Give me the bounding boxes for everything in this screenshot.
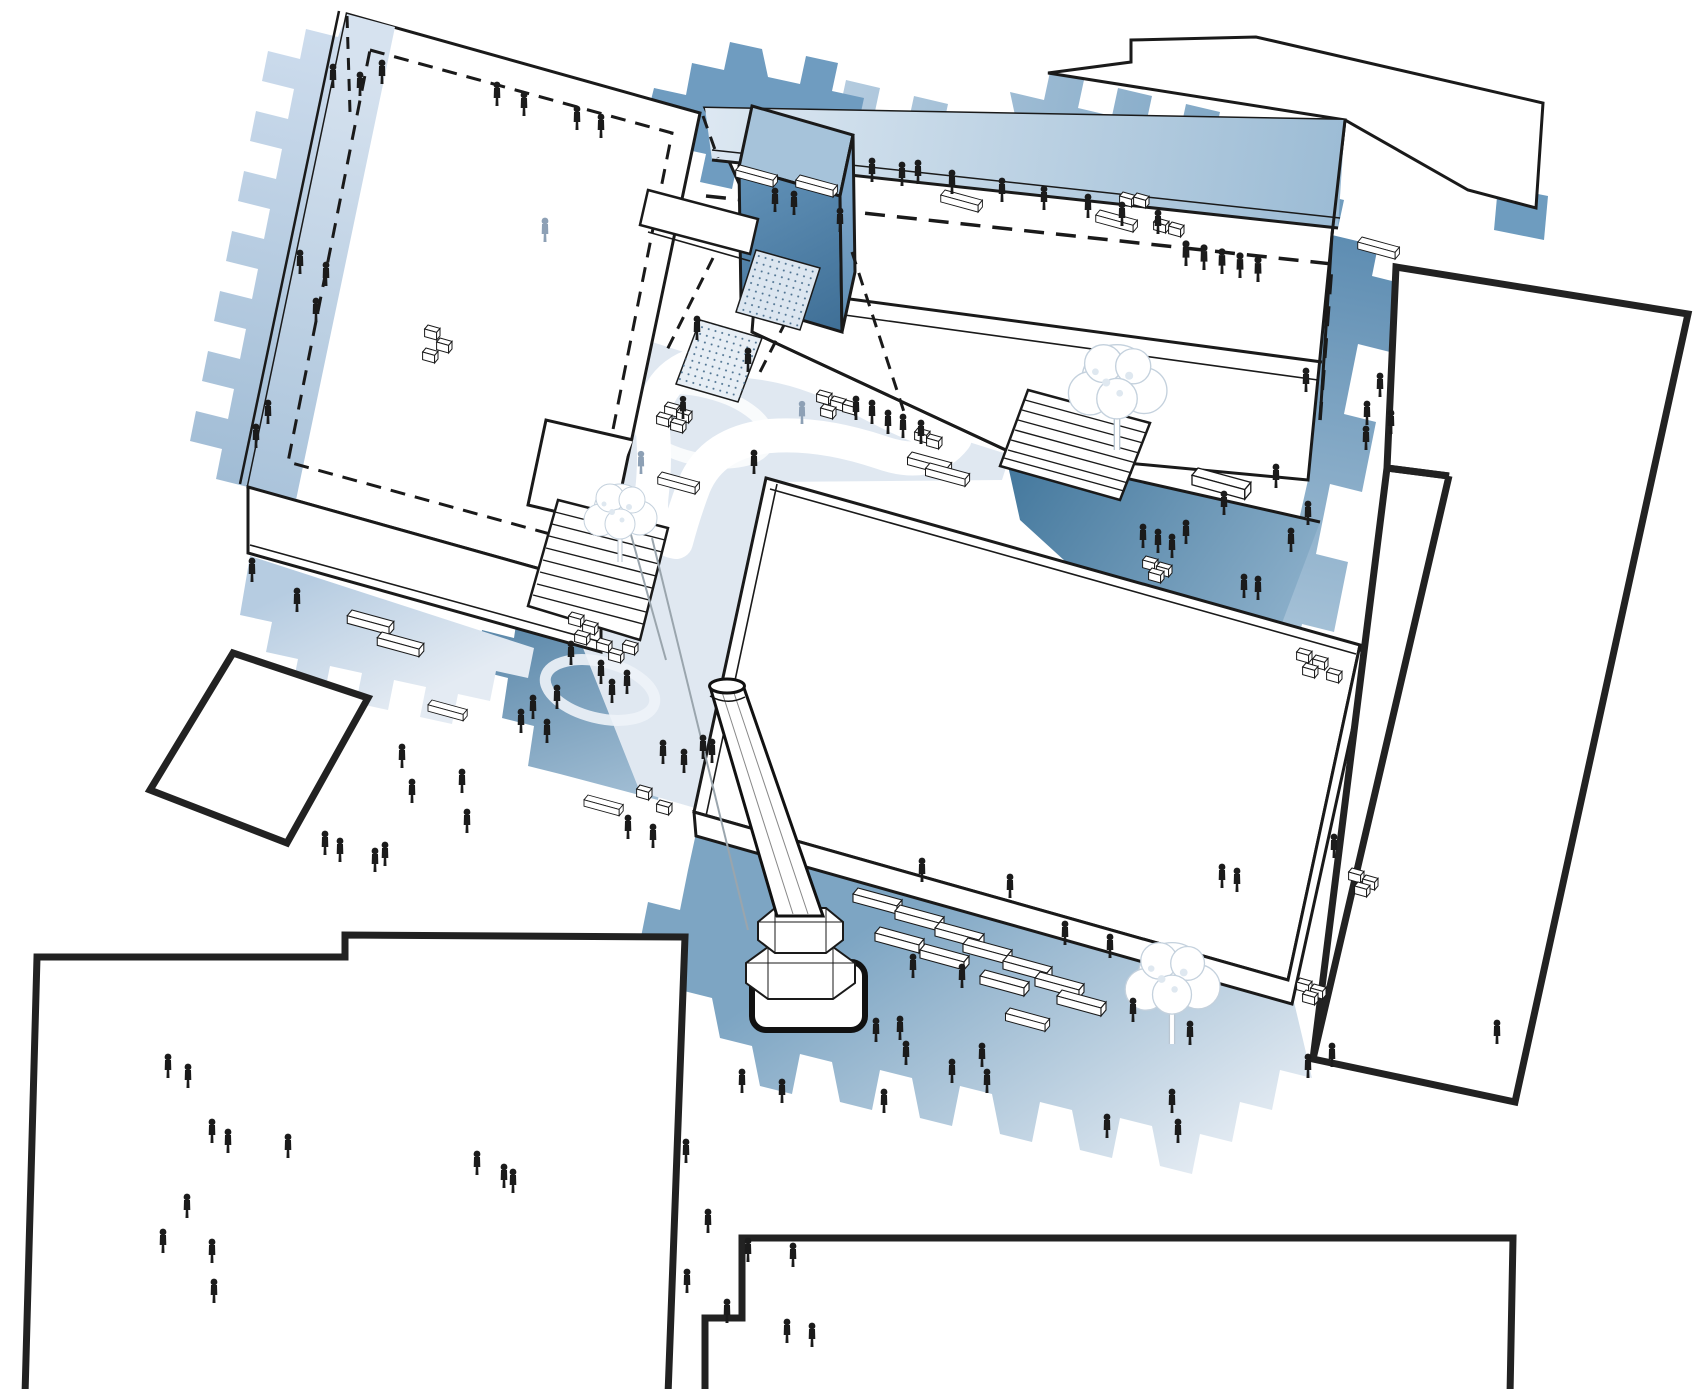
- furniture-cube: [656, 799, 673, 816]
- person-figure: [517, 708, 525, 733]
- person-figure: [1376, 372, 1384, 397]
- chimney-pedestal-lower: [745, 946, 856, 1000]
- left-building-terrace-strip: [248, 14, 395, 500]
- furniture-cube: [1133, 192, 1150, 209]
- context-building-bottom-left: [21, 931, 689, 1389]
- hatched-stair-lower-dots: [676, 320, 762, 402]
- context-square-left: [144, 648, 374, 848]
- person-figure: [738, 1068, 746, 1093]
- furniture-cube: [1354, 881, 1371, 898]
- east-wing-far-block: [1047, 35, 1545, 210]
- central-roof-inner-line-ne: [769, 488, 1357, 655]
- person-figure: [336, 837, 344, 862]
- east-wing-end-edge: [1318, 119, 1347, 421]
- person-figure: [321, 830, 329, 855]
- historic-chimney: [708, 677, 868, 1033]
- person-figure: [683, 1268, 691, 1293]
- person-figure: [682, 1138, 690, 1163]
- furniture-cube: [568, 611, 585, 628]
- furniture-cube: [1326, 667, 1343, 684]
- person-figure: [649, 823, 657, 848]
- person-figure: [704, 1208, 712, 1233]
- left-building-base-wall: [246, 485, 603, 654]
- hatched-stair-upper-dots: [736, 250, 820, 330]
- furniture-cube: [656, 411, 673, 428]
- furniture-cube: [636, 784, 653, 801]
- entrance-pavilion-tower: [638, 104, 906, 413]
- furniture-cube: [608, 647, 625, 664]
- context-building-bottom-center: [701, 1234, 1517, 1389]
- east-wing-building: [702, 35, 1545, 524]
- bridge-slab: [638, 188, 760, 256]
- context-buildings: [21, 262, 1693, 1389]
- chimney-cap: [708, 677, 746, 695]
- furniture-cube: [1302, 662, 1319, 679]
- left-building-outer-parapet-line: [238, 10, 341, 485]
- person-figure: [408, 778, 416, 803]
- sunken-pool-right: [1005, 452, 1320, 655]
- furniture-cube: [1348, 867, 1365, 884]
- central-roof-inner-line-nw: [705, 483, 778, 817]
- context-building-right: [1309, 262, 1693, 1107]
- furniture-cube: [424, 324, 441, 341]
- furniture-cube: [1302, 989, 1319, 1006]
- chimney-shaft-facets: [721, 689, 809, 915]
- furniture-cube: [574, 629, 591, 646]
- east-wing-fascia-line-1: [759, 285, 1323, 364]
- right-stair-treads: [1003, 399, 1147, 492]
- furniture-cube: [1148, 567, 1165, 584]
- mosaic-band-northwest: [190, 14, 347, 487]
- furniture-cube: [1296, 647, 1313, 664]
- person-figure: [463, 808, 471, 833]
- person-figure: [783, 1318, 791, 1343]
- plaza-activity-ring: [539, 654, 661, 726]
- person-figure: [1272, 463, 1280, 488]
- person-figure: [778, 1078, 786, 1103]
- person-figure: [744, 1237, 752, 1262]
- chimney-pedestal-upper-facets: [758, 908, 843, 953]
- left-building-base-slabline: [249, 544, 602, 643]
- person-figure: [371, 847, 379, 872]
- east-wing-dashed-roofline: [705, 194, 1334, 421]
- furniture-cube: [1168, 221, 1185, 238]
- left-l-shaped-building: [238, 10, 702, 654]
- person-figure: [398, 743, 406, 768]
- chimney-cap-rim: [709, 695, 746, 702]
- person-figure: [880, 1088, 888, 1113]
- furniture-cube: [820, 403, 837, 420]
- person-figure: [789, 1242, 797, 1267]
- furniture-cube: [926, 433, 943, 450]
- person-figure: [624, 814, 632, 839]
- pavilion-side-face: [838, 134, 857, 333]
- furniture-cube: [422, 347, 439, 364]
- left-building-corner-dashed: [345, 15, 352, 113]
- person-figure: [381, 841, 389, 866]
- courtyard-wedge-lines: [627, 523, 749, 931]
- east-wing-fascia-line-2: [756, 302, 1319, 381]
- furniture-cube: [816, 389, 833, 406]
- chimney-pedestal-lower-facets: [746, 947, 855, 999]
- person-figure: [458, 768, 466, 793]
- pavilion-hidden-dashed: [664, 115, 906, 413]
- furniture-cube: [622, 639, 639, 656]
- context-building-right-notch-line: [1386, 464, 1450, 480]
- person-figure: [808, 1322, 816, 1347]
- furniture-cube: [670, 417, 687, 434]
- east-wing-walkway-surface: [705, 108, 1345, 228]
- furniture-cube: [436, 337, 453, 354]
- bridge-slab-edge: [647, 231, 751, 262]
- bench: [583, 794, 624, 817]
